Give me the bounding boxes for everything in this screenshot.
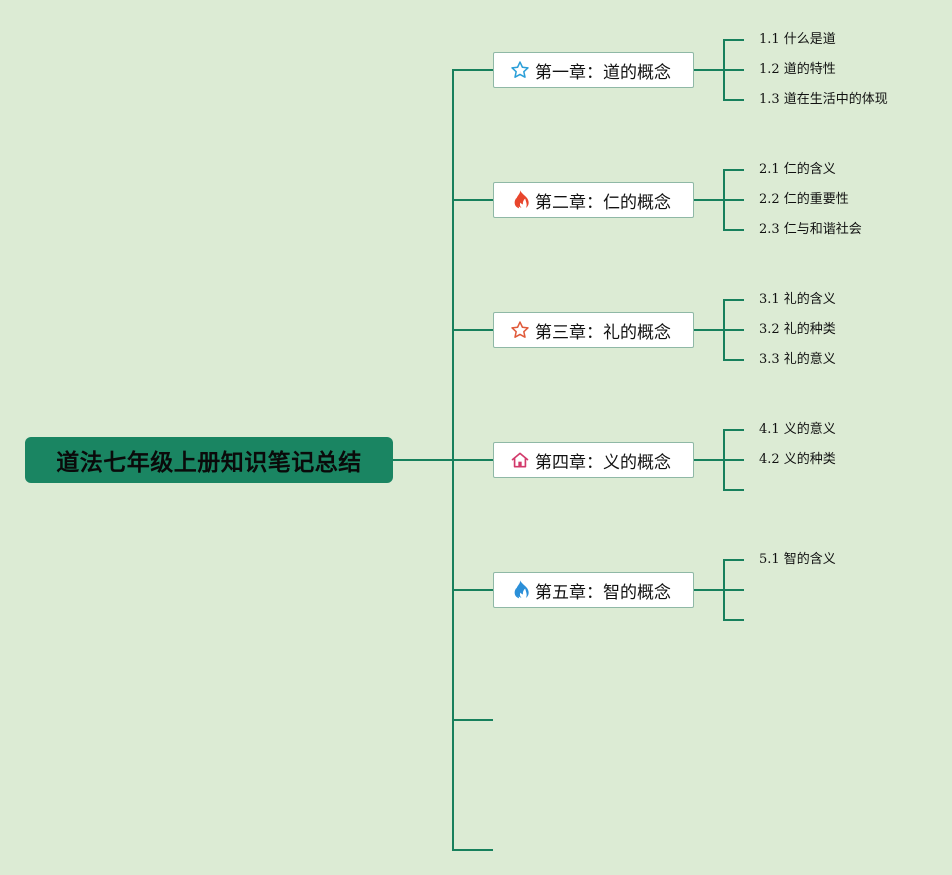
subtopic-2-2[interactable]: 2.2 仁的重要性 — [759, 192, 849, 207]
star-outline-icon — [509, 59, 531, 81]
subtopic-1-2[interactable]: 1.2 道的特性 — [759, 62, 836, 77]
chapter-label: 第二章：仁的概念 — [535, 192, 671, 213]
chapter-label: 第三章：礼的概念 — [535, 322, 671, 343]
subtopic-3-1[interactable]: 3.1 礼的含义 — [759, 292, 836, 307]
subtopic-5-1[interactable]: 5.1 智的含义 — [759, 552, 836, 567]
subtopic-4-1[interactable]: 4.1 义的意义 — [759, 422, 836, 437]
subtopic-1-3[interactable]: 1.3 道在生活中的体现 — [759, 92, 888, 107]
chapter-node-3[interactable]: 第三章：礼的概念 — [493, 312, 694, 348]
subtopic-1-1[interactable]: 1.1 什么是道 — [759, 32, 836, 47]
chapter-label: 第四章：义的概念 — [535, 452, 671, 473]
chapter-node-5[interactable]: 第五章：智的概念 — [493, 572, 694, 608]
subtopic-2-1[interactable]: 2.1 仁的含义 — [759, 162, 836, 177]
home-icon — [509, 449, 531, 471]
subtopic-4-2[interactable]: 4.2 义的种类 — [759, 452, 836, 467]
chapter-label: 第五章：智的概念 — [535, 582, 671, 603]
root-title: 道法七年级上册知识笔记总结 — [56, 450, 362, 476]
flame-icon — [509, 189, 531, 211]
chapter-label: 第一章：道的概念 — [535, 62, 671, 83]
subtopic-3-2[interactable]: 3.2 礼的种类 — [759, 322, 836, 337]
subtopic-3-3[interactable]: 3.3 礼的意义 — [759, 352, 836, 367]
chapter-node-4[interactable]: 第四章：义的概念 — [493, 442, 694, 478]
star-outline-icon — [509, 319, 531, 341]
chapter-node-2[interactable]: 第二章：仁的概念 — [493, 182, 694, 218]
chapter-node-1[interactable]: 第一章：道的概念 — [493, 52, 694, 88]
subtopic-2-3[interactable]: 2.3 仁与和谐社会 — [759, 222, 862, 237]
flame-icon — [509, 579, 531, 601]
root-topic[interactable]: 道法七年级上册知识笔记总结 — [25, 437, 393, 483]
